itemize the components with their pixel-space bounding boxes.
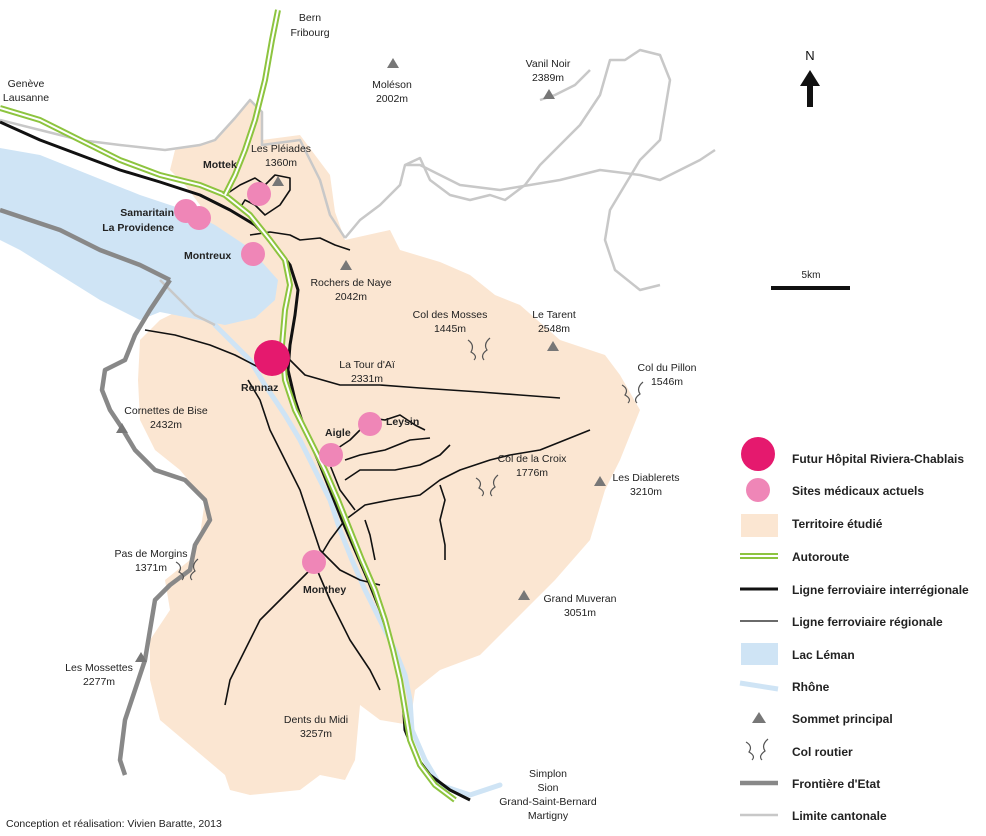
legend-state-border-label: Frontière d'Etat: [792, 777, 880, 791]
summit-icon: [594, 476, 606, 486]
pass-icon: [475, 474, 499, 497]
label-monthey: Monthey: [303, 584, 346, 596]
label-leysin: Leysin: [386, 416, 419, 428]
label-aigle: Aigle: [325, 427, 351, 439]
legend-summit-icon: [752, 712, 766, 723]
legend-territory-label: Territoire étudié: [792, 517, 883, 531]
site-providence: [187, 206, 211, 230]
svg-text:N: N: [805, 48, 814, 63]
label-mottek: Mottek: [203, 159, 237, 171]
summit-icon: [518, 590, 530, 600]
label-rennaz: Rennaz: [241, 382, 278, 394]
pass-icon: [175, 558, 199, 581]
medical-sites: [174, 182, 382, 574]
legend-summit-label: Sommet principal: [792, 712, 893, 726]
highway: [0, 9, 457, 803]
credit-text: Conception et réalisation: Vivien Baratt…: [6, 818, 222, 830]
summit-icon: [272, 176, 284, 186]
legend-lake-label: Lac Léman: [792, 648, 855, 662]
pass-markers: [175, 337, 644, 581]
lake-leman: [0, 148, 278, 325]
site-leysin: [358, 412, 382, 436]
study-territory: [138, 100, 640, 795]
state-border: [0, 207, 213, 776]
summit-icon: [543, 89, 555, 99]
legend-rail-inter-label: Ligne ferroviaire interrégionale: [792, 583, 969, 597]
north-arrow-icon: [800, 70, 820, 107]
site-montreux: [241, 242, 265, 266]
summit-icon: [547, 341, 559, 351]
summit-icon: [340, 260, 352, 270]
legend-site-swatch: [746, 478, 770, 502]
scale-bar: 5km: [771, 270, 850, 290]
legend-river-swatch: [739, 680, 779, 692]
legend-lake-swatch: [741, 643, 778, 665]
hospital-rennaz: [254, 340, 290, 376]
svg-text:5km: 5km: [802, 270, 821, 281]
pass-icon: [467, 337, 491, 361]
legend-pass-icon: [745, 738, 769, 761]
legend-river-label: Rhône: [792, 680, 830, 694]
river-rhone: [212, 322, 503, 798]
site-aigle: [319, 443, 343, 467]
summit-icon: [135, 652, 147, 662]
summit-icon: [116, 423, 128, 433]
legend-canton-label: Limite cantonale: [792, 809, 887, 823]
summit-icon: [387, 58, 399, 68]
legend-rail-reg-label: Ligne ferroviaire régionale: [792, 615, 943, 629]
legend-hospital-label: Futur Hôpital Riviera-Chablais: [792, 452, 964, 466]
legend-site-label: Sites médicaux actuels: [792, 484, 924, 498]
summit-markers: [116, 58, 606, 662]
legend-highway-label: Autoroute: [792, 550, 850, 564]
site-monthey: [302, 550, 326, 574]
pass-icon: [621, 381, 644, 404]
legend-territory-swatch: [741, 514, 778, 537]
label-montreux: Montreux: [184, 250, 231, 262]
legend-hospital-swatch: [741, 437, 775, 471]
legend-pass-label: Col routier: [792, 745, 853, 759]
site-mottek: [247, 182, 271, 206]
legend: Futur Hôpital Riviera-Chablais Sites méd…: [739, 437, 969, 823]
north-arrow: N: [800, 48, 820, 107]
